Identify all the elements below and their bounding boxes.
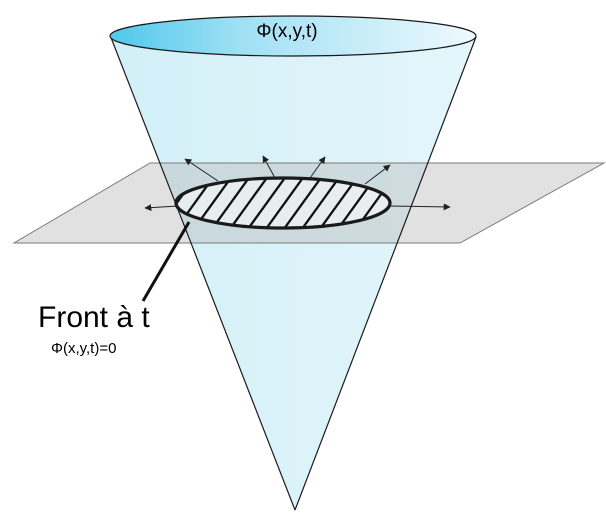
arrow-upper-left [184,158,219,182]
arrow-right [389,203,451,211]
arrow-upper-right [364,164,391,185]
cone-body [110,15,477,511]
arrow-upper-center-right [309,156,326,179]
cone-top-ellipse [109,15,477,57]
front-curve [174,176,392,230]
cone-left-edge [109,34,296,511]
front-leader-line [141,221,191,302]
front-equation-label: Φ(x,y,t)=0 [51,340,117,357]
front-region-fill [176,178,390,228]
arrow-left [144,204,179,212]
cone-right-edge [294,36,477,511]
arrow-upper-center-left [262,155,276,179]
cone-top-label: Φ(x,y,t) [256,21,318,42]
propagation-arrows [144,155,451,212]
front-label: Front à t [38,301,150,334]
